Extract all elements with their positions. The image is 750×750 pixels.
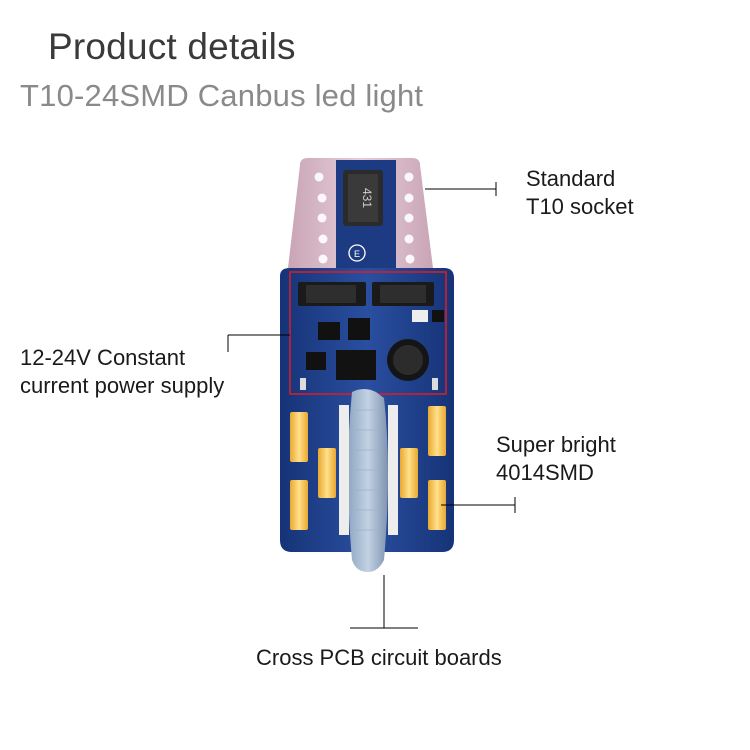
page-title: Product details <box>48 26 296 67</box>
led-chips <box>290 406 446 530</box>
callout-power-label: 12-24V Constant current power supply <box>20 344 224 400</box>
led-chip <box>428 406 446 456</box>
callout-power-line1: 12-24V Constant <box>20 345 186 370</box>
led-chip <box>400 448 418 498</box>
t10-socket: 431 E <box>288 158 433 268</box>
callout-pcb-label: Cross PCB circuit boards <box>256 644 502 672</box>
cross-pcb-board <box>339 389 398 572</box>
callout-smd-label: Super bright 4014SMD <box>496 431 616 487</box>
callout-power-line2: current power supply <box>20 373 225 398</box>
callout-smd-line2: 4014SMD <box>496 460 594 485</box>
callout-socket-line1: Standard <box>526 166 616 191</box>
callout-pcb-line1: Cross PCB circuit boards <box>256 645 502 670</box>
led-chip <box>428 480 446 530</box>
page-subtitle: T10-24SMD Canbus led light <box>20 78 424 113</box>
svg-text:E: E <box>354 249 360 259</box>
resistor-marking: 431 <box>360 188 374 208</box>
callout-socket-line2: T10 socket <box>526 194 634 219</box>
callout-socket-label: Standard T10 socket <box>526 165 634 221</box>
callout-smd-line1: Super bright <box>496 432 616 457</box>
callout-lines <box>227 182 516 629</box>
led-chip <box>290 480 308 530</box>
led-chip <box>290 412 308 462</box>
led-chip <box>318 448 336 498</box>
